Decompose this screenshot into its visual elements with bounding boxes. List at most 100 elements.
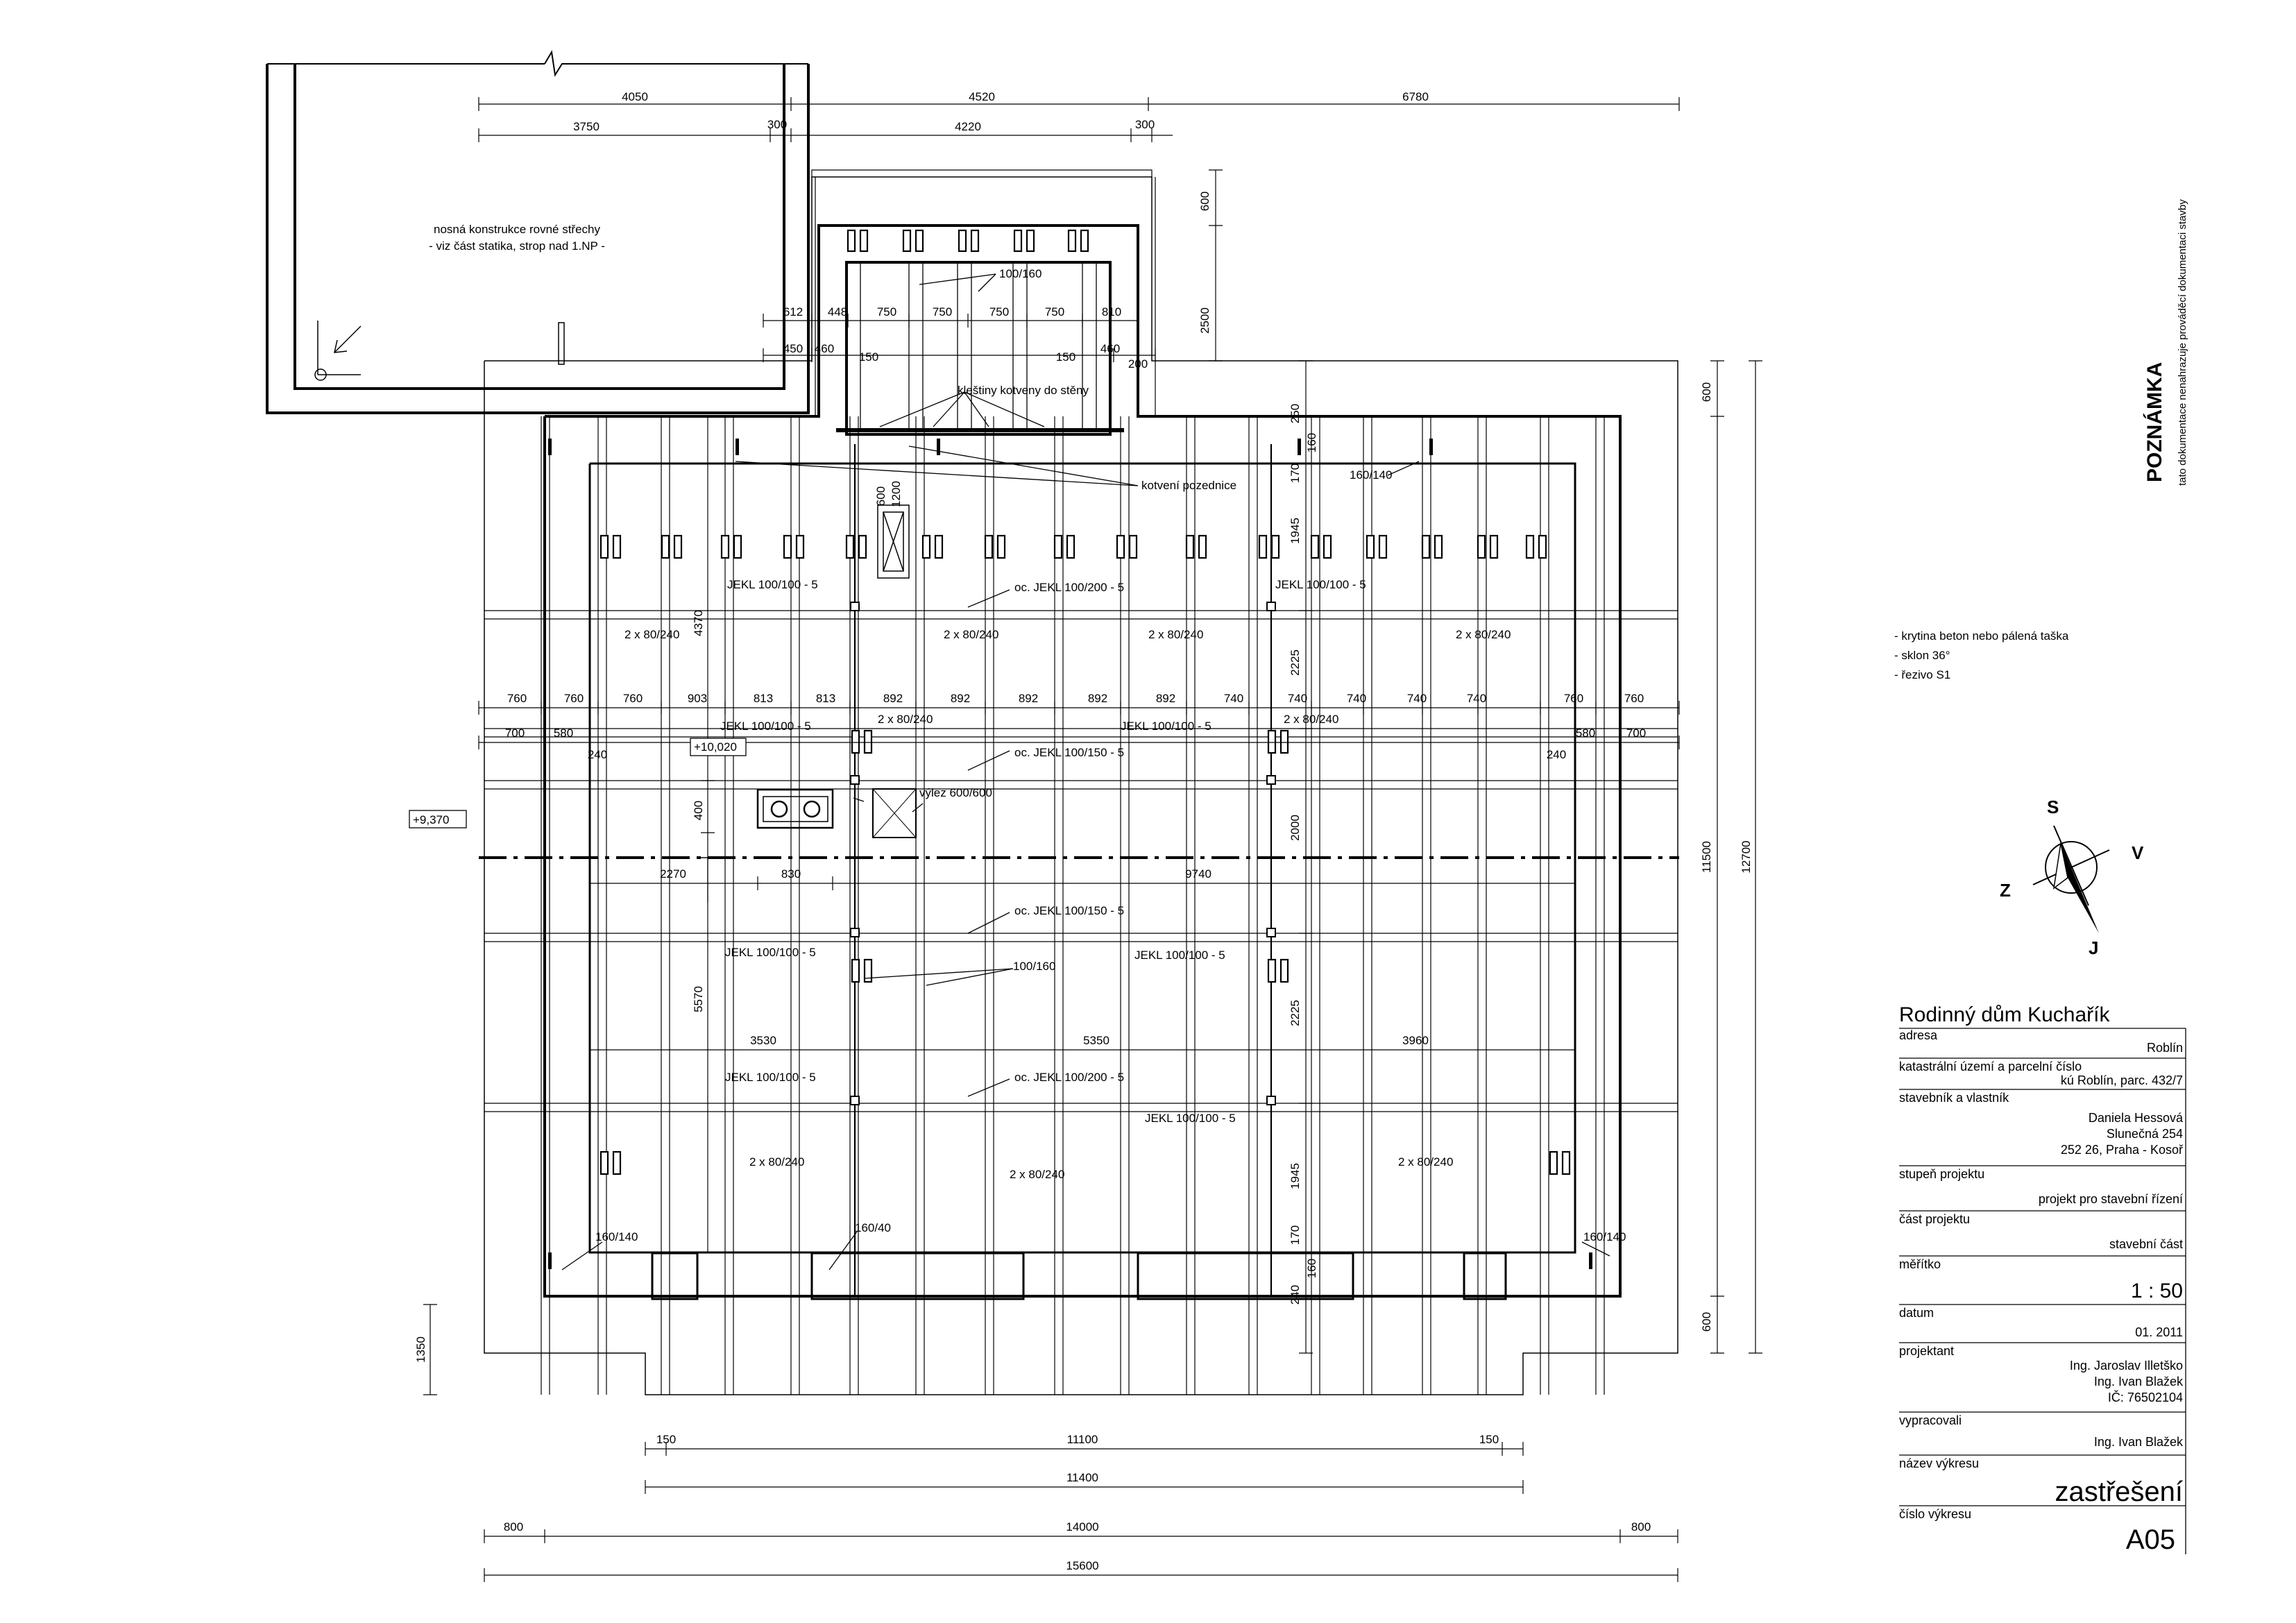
rafter-section xyxy=(1185,534,1195,559)
rafter-section xyxy=(863,729,873,754)
chimney xyxy=(756,788,834,829)
steel-post-label: JEKL 100/100 - 5 xyxy=(727,578,818,591)
drawing-number: A05 xyxy=(2126,1524,2175,1555)
tb-label: část projektu xyxy=(1899,1212,1970,1226)
rafter-section xyxy=(1525,534,1535,559)
compass-north: S xyxy=(2047,797,2059,817)
rafter-section xyxy=(859,229,869,253)
tb-label: název výkresu xyxy=(1899,1456,1979,1470)
dim-top-outer: 4050 xyxy=(622,90,648,103)
rafter-section xyxy=(1270,534,1280,559)
tb-label: měřítko xyxy=(1899,1257,1941,1271)
tb-value: kú Roblín, parc. 432/7 xyxy=(2061,1073,2183,1087)
dim-center: 830 xyxy=(781,867,801,881)
dim-dormer: 750 xyxy=(877,305,896,318)
dim-overhang: 580 xyxy=(554,726,573,740)
dim-dormer: 450 xyxy=(783,342,803,355)
dim-5570: 5570 xyxy=(692,986,705,1012)
rafter-section xyxy=(934,534,944,559)
dim-bottom: 15600 xyxy=(1066,1559,1098,1572)
note-block: POZNÁMKA tato dokumentace nenahrazuje pr… xyxy=(2143,199,2188,486)
rafter-section xyxy=(845,534,855,559)
dim-dormer: 750 xyxy=(933,305,952,318)
anchor-mark xyxy=(735,439,739,455)
dim-rafter: 813 xyxy=(754,692,773,705)
dim-dormer: 612 xyxy=(783,305,803,318)
dim-overhang: 580 xyxy=(1576,726,1595,740)
rafter-section xyxy=(858,534,867,559)
dim-rafter: 740 xyxy=(1407,692,1427,705)
dormer-framing xyxy=(815,177,1156,430)
dim-dormer: 200 xyxy=(1128,357,1148,371)
rafter-section xyxy=(1013,229,1023,253)
dim-center: 2270 xyxy=(660,867,686,881)
note-title: POZNÁMKA xyxy=(2143,362,2166,482)
dim-rafter: 760 xyxy=(507,692,527,705)
member-labels: 100/160 kleštiny kotveny do stěny kotven… xyxy=(409,267,1626,1243)
steel-post-label: JEKL 100/100 - 5 xyxy=(1145,1112,1236,1125)
dim-right-v: 600 xyxy=(1700,382,1713,402)
rafter-section xyxy=(984,534,994,559)
skylight-dim: 600 xyxy=(874,486,887,506)
steel-post-label: JEKL 100/100 - 5 xyxy=(725,946,816,959)
spec-item: - krytina beton nebo pálená taška xyxy=(1894,629,2069,643)
compass-west: Z xyxy=(2000,880,2011,901)
rafter-section xyxy=(673,534,683,559)
dim-bottom: 800 xyxy=(504,1520,523,1533)
dim-rafter: 892 xyxy=(883,692,903,705)
dim-rafter: 892 xyxy=(951,692,970,705)
dim-bottom: 150 xyxy=(1479,1433,1499,1446)
tb-value: Slunečná 254 xyxy=(2107,1127,2183,1141)
wallplate-label: 160/140 xyxy=(595,1230,638,1243)
dim-dormer: 150 xyxy=(1056,350,1075,364)
rafter-section xyxy=(915,229,924,253)
dim-rafter: 740 xyxy=(1224,692,1243,705)
steel-posts xyxy=(850,602,1276,1105)
rafter-label: 2 x 80/240 xyxy=(1398,1155,1453,1169)
tb-label: datum xyxy=(1899,1306,1934,1320)
tb-value: Ing. Jaroslav Illetško xyxy=(2070,1359,2183,1373)
tb-label: vypracovali xyxy=(1899,1413,1962,1427)
roof-outlines xyxy=(484,169,1678,1395)
steel-post-label: JEKL 100/100 - 5 xyxy=(720,720,811,733)
steel-post-label: JEKL 100/100 - 5 xyxy=(1134,949,1225,962)
tb-label: katastrální území a parcelní číslo xyxy=(1899,1060,2082,1073)
rafter-section xyxy=(1421,534,1431,559)
dim-rafter: 760 xyxy=(1624,692,1644,705)
rafter-section xyxy=(1066,534,1075,559)
rafter-section xyxy=(1366,534,1375,559)
dim-rafter: 740 xyxy=(1467,692,1486,705)
dim-lower: 3960 xyxy=(1402,1034,1429,1047)
tb-value: stavební část xyxy=(2109,1237,2183,1251)
dim-rafter: 740 xyxy=(1288,692,1307,705)
rafter-section xyxy=(1267,729,1277,754)
rafter-label: 2 x 80/240 xyxy=(1148,628,1203,641)
compass-south: J xyxy=(2089,937,2098,958)
rafter-section xyxy=(1267,958,1277,983)
rafter-section xyxy=(1116,534,1125,559)
tb-label: adresa xyxy=(1899,1028,1938,1042)
dim-4370: 4370 xyxy=(692,610,705,636)
rafter-label: 2 x 80/240 xyxy=(1456,628,1511,641)
anchor-mark xyxy=(937,439,940,455)
dim-overhang: 700 xyxy=(505,726,525,740)
rafter-label: 2 x 80/240 xyxy=(749,1155,804,1169)
rafter-blocks xyxy=(548,229,1592,1269)
dim-bottom: 800 xyxy=(1631,1520,1651,1533)
beam-label: 100/160 xyxy=(1013,960,1055,973)
dim-lower: 3530 xyxy=(750,1034,776,1047)
flat-roof-label-1: nosná konstrukce rovné střechy xyxy=(434,223,601,236)
rafter-section xyxy=(863,958,873,983)
anchor-mark xyxy=(548,1252,552,1269)
dim-dormer: 460 xyxy=(815,342,834,355)
steel-beam-label: oc. JEKL 100/150 - 5 xyxy=(1014,746,1124,759)
project-title: Rodinný dům Kuchařík xyxy=(1899,1003,2110,1026)
dim-rafter: 892 xyxy=(1019,692,1038,705)
tb-label: stupeň projektu xyxy=(1899,1167,1984,1181)
steel-beam-label: oc. JEKL 100/200 - 5 xyxy=(1014,1071,1124,1084)
anchor-mark xyxy=(1589,1252,1592,1269)
dim-center: 9740 xyxy=(1185,867,1211,881)
dim-rafter: 760 xyxy=(1564,692,1583,705)
rafter-section xyxy=(599,534,609,559)
